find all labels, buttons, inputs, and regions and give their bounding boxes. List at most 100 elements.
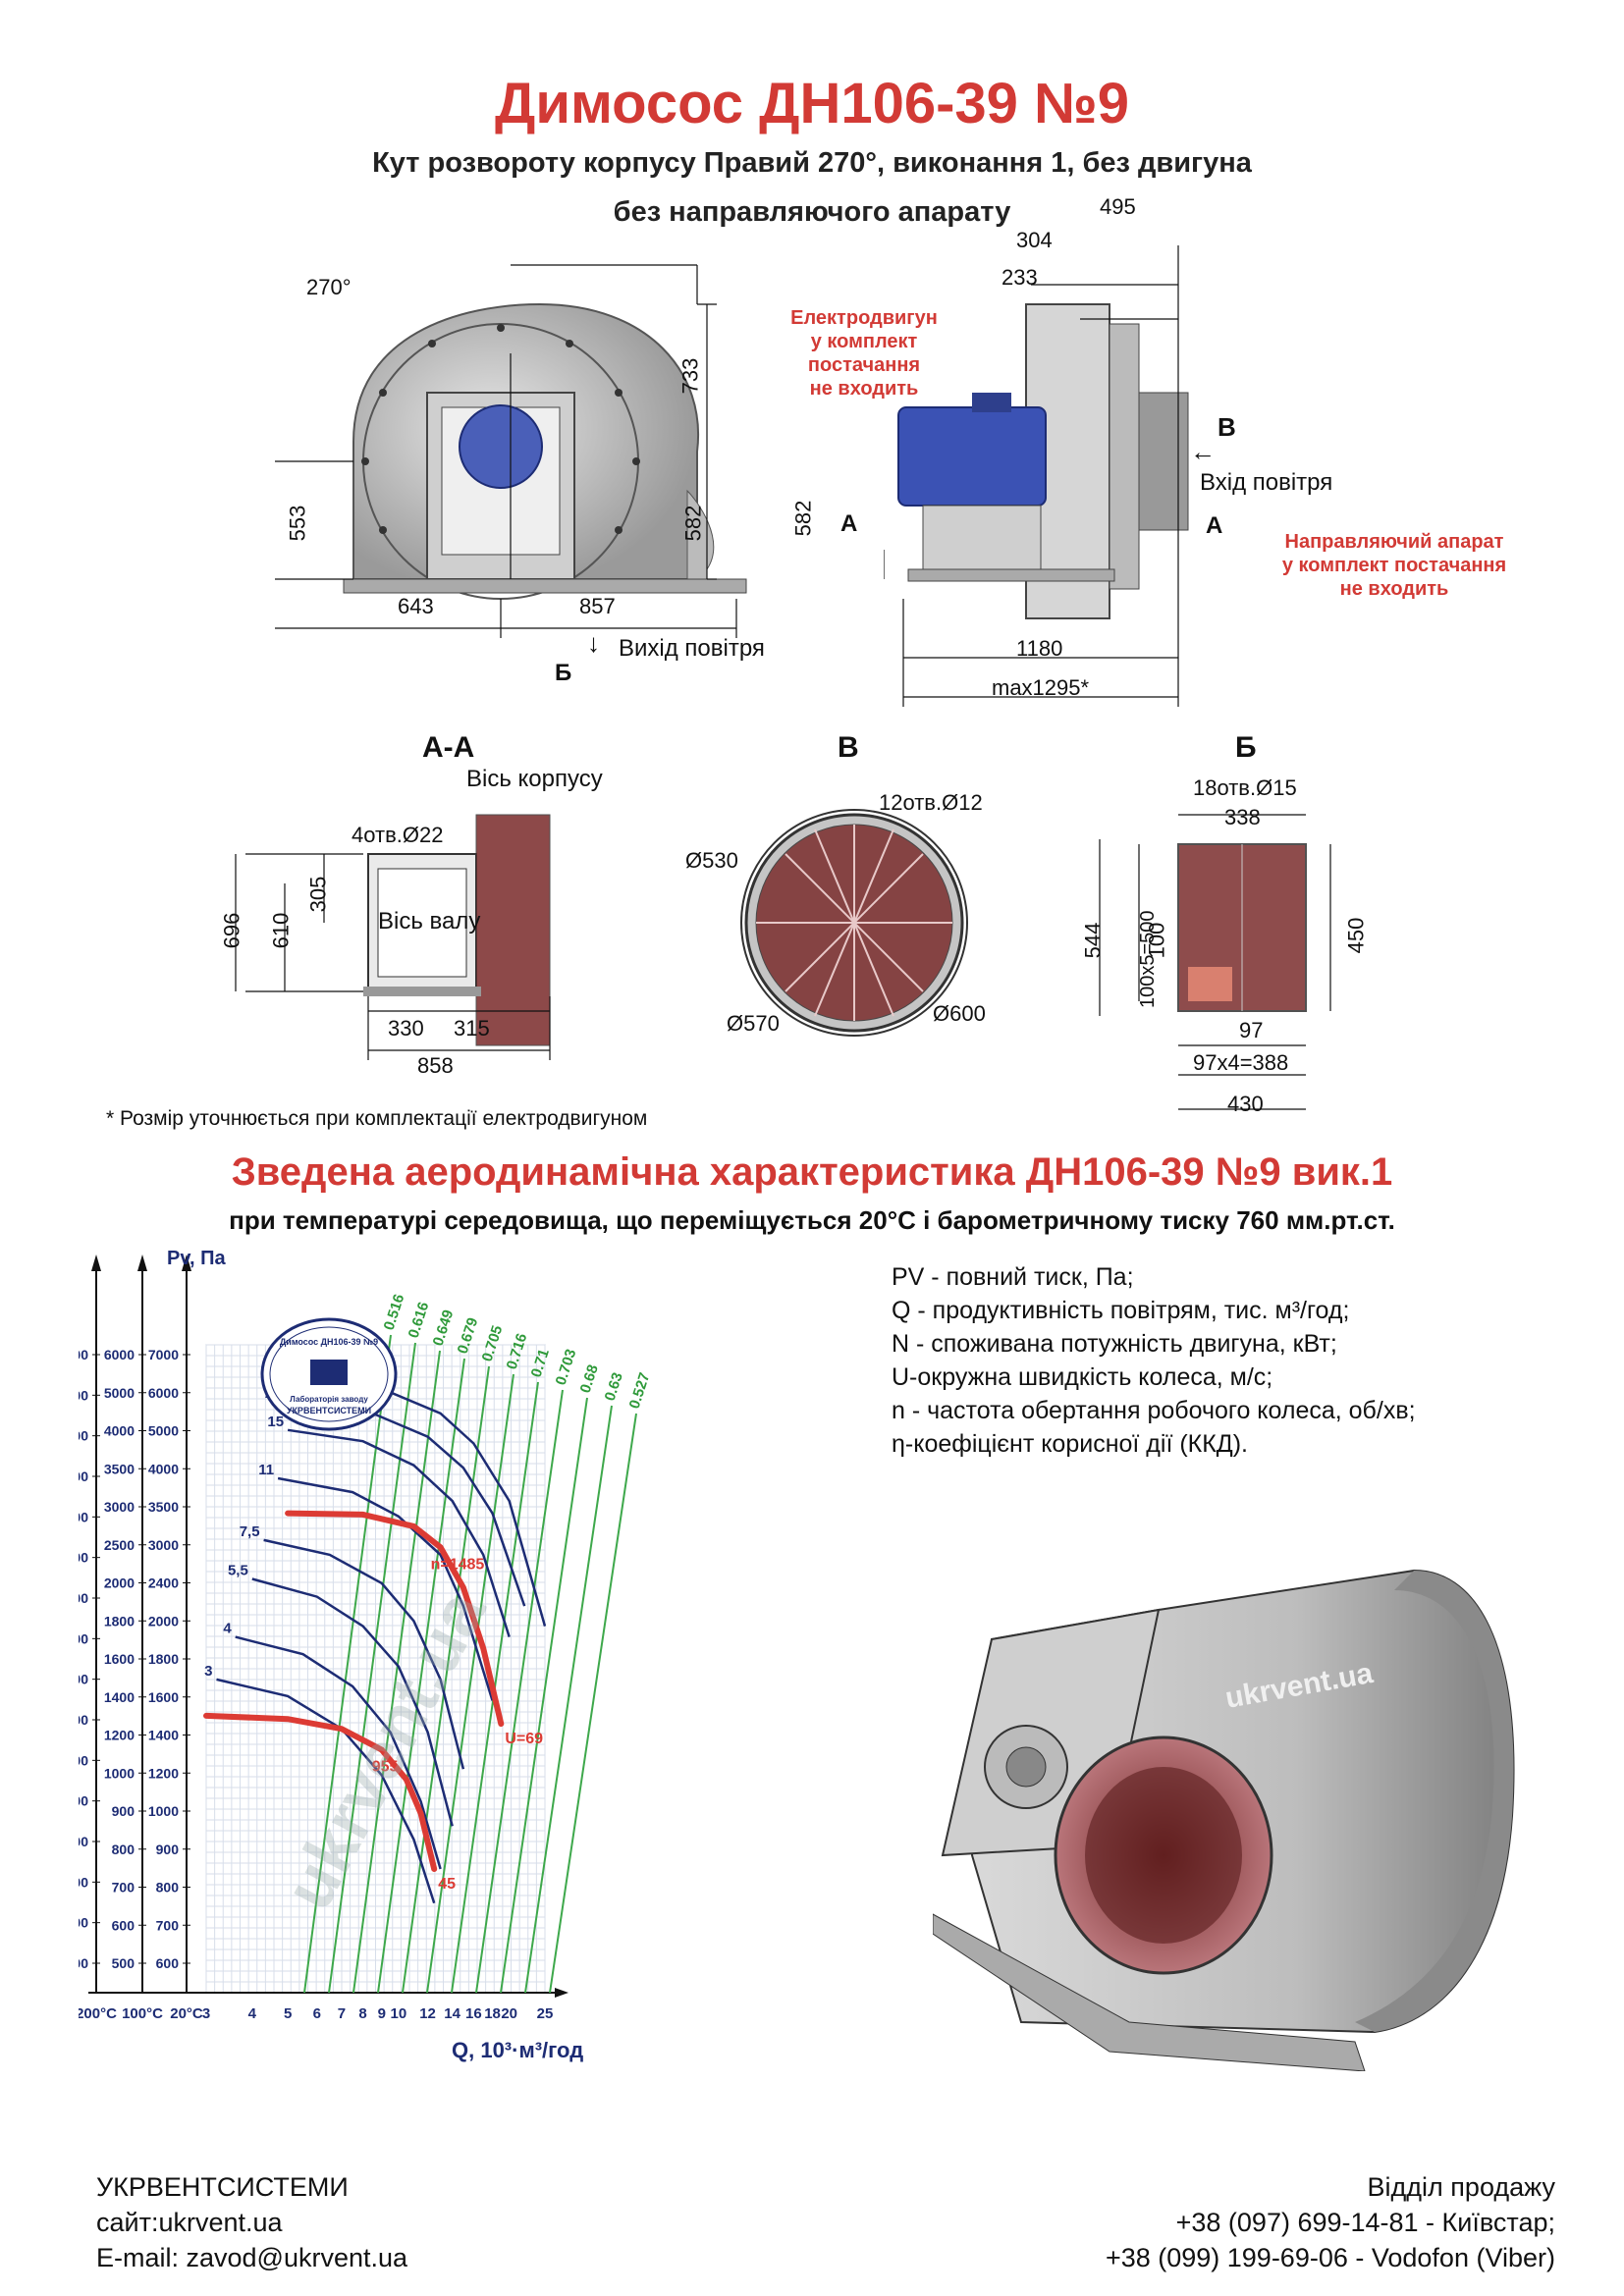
b-dim-100: 100: [1144, 922, 1169, 959]
side-dim-582: 582: [790, 500, 816, 537]
footer-site[interactable]: сайт:ukrvent.ua: [96, 2208, 283, 2237]
down-arrow-icon: ↓: [587, 628, 600, 658]
motor-note-line-2: у комплект постачання: [807, 331, 921, 376]
v-d530-label: Ø530: [685, 848, 738, 873]
guide-note-line-1: Направляючий апарат: [1284, 531, 1504, 553]
side-dim-495: 495: [1100, 194, 1136, 219]
scale-200-tick: 500: [79, 1915, 88, 1931]
section-letter-right: А: [1206, 512, 1223, 539]
side-dim-233: 233: [1001, 265, 1038, 290]
section-b-drawing: [1099, 814, 1331, 1110]
b-dim-450: 450: [1343, 917, 1369, 954]
scale-20-tick: 1600: [148, 1689, 179, 1705]
x-tick-label: 4: [248, 2005, 257, 2022]
efficiency-label: 0.527: [626, 1370, 654, 1411]
power-curve: [263, 1538, 465, 1770]
aa-dim-315: 315: [454, 1016, 490, 1041]
inlet-label: Вхід повітря: [1200, 469, 1333, 496]
speed-curve-label: n=1485: [431, 1556, 485, 1573]
motor-note-line-3: не входить: [809, 378, 919, 400]
v-holes-label: 12отв.Ø12: [879, 790, 983, 815]
scale-20-tick: 3000: [148, 1537, 179, 1553]
footer-left: УКРВЕНТСИСТЕМИ сайт:ukrvent.ua E-mail: z…: [96, 2169, 407, 2275]
scale-100-tick: 3500: [104, 1461, 135, 1476]
x-axis-arrow: [555, 1988, 568, 1998]
aa-dim-305: 305: [305, 876, 331, 913]
legend-pv: PV - повний тиск, Па;: [892, 1263, 1134, 1291]
section-letter-left: А: [840, 510, 858, 537]
scale-20-tick: 1200: [148, 1765, 179, 1781]
v-d600-label: Ø600: [933, 1001, 986, 1026]
speed-end-label: U=69: [505, 1731, 543, 1747]
efficiency-line: [402, 1365, 490, 1994]
efficiency-line: [303, 1334, 392, 1994]
efficiency-line: [475, 1389, 564, 1994]
b-holes-label: 18отв.Ø15: [1193, 775, 1297, 800]
power-curve-label: 4: [223, 1621, 232, 1637]
scale-200-tick: 1000: [79, 1712, 88, 1728]
power-curve: [287, 1428, 511, 1637]
speed-curve: [285, 1510, 505, 1728]
efficiency-line: [524, 1405, 613, 1994]
axis-arrow-100: [137, 1255, 147, 1271]
x-tick-label: 25: [537, 2005, 554, 2022]
scale-200-tick: 1200: [79, 1672, 88, 1687]
power-curve: [216, 1678, 436, 1904]
axis-arrow-200: [91, 1255, 101, 1271]
efficiency-label: 0.516: [381, 1292, 408, 1332]
scale-100-tick: 5000: [104, 1385, 135, 1401]
scale-20-tick: 2000: [148, 1613, 179, 1629]
page-subtitle-1: Кут розвороту корпусу Правий 270°, викон…: [372, 147, 1252, 179]
footnote: * Розмір уточнюється при комплектації ел…: [106, 1107, 648, 1130]
scale-200-tick: 900: [79, 1752, 88, 1768]
footer-phone-2[interactable]: +38 (099) 199-69-06 - Vodofon (Viber): [1105, 2243, 1555, 2272]
b-dim-338: 338: [1224, 805, 1261, 829]
scale-200-tick: 3000: [79, 1428, 88, 1444]
power-curve-label: 3: [204, 1663, 212, 1680]
efficiency-label: 0.616: [406, 1300, 433, 1340]
scale-20-tick: 600: [156, 1955, 180, 1971]
scale-100-tick: 600: [112, 1917, 135, 1933]
scale-100-tick: 4000: [104, 1423, 135, 1439]
footer-phone-1[interactable]: +38 (097) 699-14-81 - Київстар;: [1175, 2208, 1555, 2237]
stamp-inner: [269, 1326, 389, 1422]
y-axis-title: Pv, Па: [167, 1248, 226, 1269]
speed-end-label: 45: [438, 1876, 456, 1893]
scale-200-tick: 1600: [79, 1590, 88, 1606]
efficiency-line: [352, 1350, 441, 1994]
scale-20-tick: 4000: [148, 1461, 179, 1476]
outlet-letter: Б: [555, 660, 572, 686]
power-curve: [235, 1635, 442, 1870]
front-dim-857: 857: [579, 594, 616, 618]
x-tick-label: 7: [338, 2005, 346, 2022]
speed-curve-label: 955: [372, 1759, 399, 1776]
footer-email[interactable]: E-mail: zavod@ukrvent.ua: [96, 2243, 408, 2272]
chart-legend: PV - повний тиск, Па; Q - продуктивність…: [892, 1260, 1416, 1461]
motor-note: Електродвигун у комплект постачання не в…: [756, 306, 972, 400]
scale-100-tick: 2000: [104, 1575, 135, 1591]
guide-note-line-2: у комплект постачання: [1281, 555, 1507, 576]
axis-arrow-20: [182, 1255, 191, 1271]
scale-200-tick: 3500: [79, 1387, 88, 1403]
shaft-axis-label: Вісь валу: [378, 908, 481, 934]
power-curve: [277, 1476, 494, 1701]
scale-100-tick: 1200: [104, 1728, 135, 1743]
aa-dim-610: 610: [268, 912, 294, 949]
side-view-drawing: [884, 245, 1189, 707]
temp-label: 200°С: [79, 2005, 117, 2022]
scale-200-tick: 400: [79, 1955, 88, 1971]
legend-eta: η-коефіцієнт корисної дії (ККД).: [892, 1430, 1248, 1458]
scale-100-tick: 6000: [104, 1347, 135, 1362]
scale-200-tick: 4000: [79, 1347, 88, 1362]
speed-curve: [203, 1712, 438, 1872]
section-b-title: Б: [1235, 731, 1257, 764]
x-tick-label: 18: [484, 2005, 501, 2022]
footer-company: УКРВЕНТСИСТЕМИ: [96, 2172, 349, 2202]
legend-u: U-окружна швидкість колеса, м/с;: [892, 1363, 1273, 1391]
scale-100-tick: 3000: [104, 1499, 135, 1515]
scale-200-tick: 2000: [79, 1509, 88, 1524]
scale-100-tick: 900: [112, 1803, 135, 1819]
section-v-title: В: [838, 731, 859, 764]
legend-q: Q - продуктивність повітрям, тис. м³/год…: [892, 1297, 1350, 1324]
footer-right: Відділ продажу +38 (097) 699-14-81 - Киї…: [1106, 2169, 1555, 2275]
